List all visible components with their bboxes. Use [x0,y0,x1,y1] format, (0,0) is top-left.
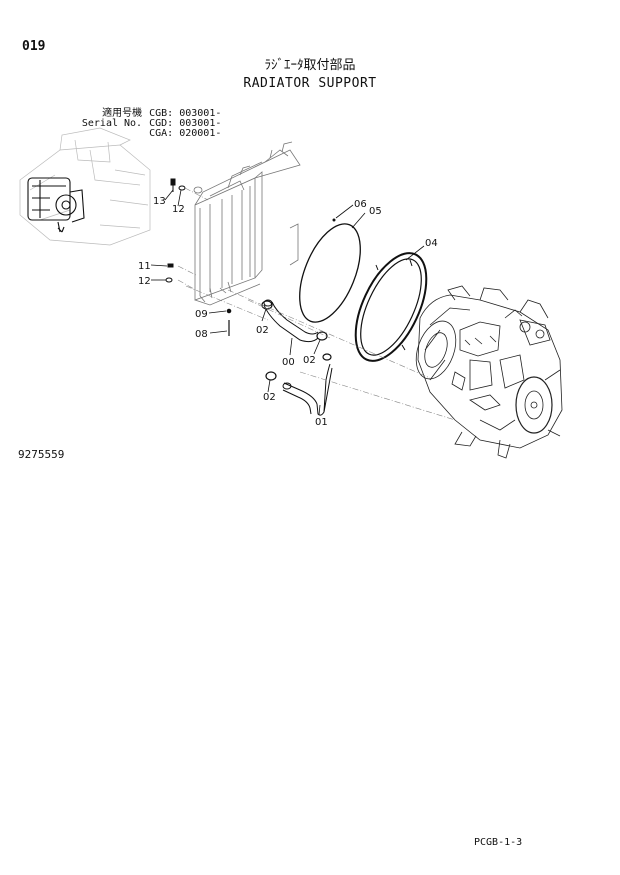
page-title: RADIATOR SUPPORT [243,76,377,91]
callout-09: 09 [195,309,208,320]
callout-05: 05 [369,206,382,217]
serial-start: 003001- [179,118,222,129]
hose-01 [282,363,333,416]
serial-row: CGA: 020001- [40,119,221,149]
clip-09 [226,308,232,314]
callout-02: 02 [256,325,269,336]
callout-13: 13 [153,196,166,207]
sheet-code: PCGB-1-3 [474,837,523,848]
clamp-02c [265,371,277,381]
serial-row: Serial No. CGD: 003001- [40,109,222,139]
callout-08: 08 [195,329,208,340]
locator-thumbnail [19,127,151,246]
callout-06: 06 [354,199,367,210]
bolt-11 [167,263,174,268]
model-code: CGB: [149,108,174,119]
callout-01: 01 [315,417,328,428]
leader-lines [150,189,425,416]
seal-05 [299,223,361,323]
callout-12: 12 [138,276,151,287]
model-code: CGD: [149,118,174,129]
serial-row: 適用号機 CGB: 003001- [40,99,221,129]
model-code: CGA: [149,128,174,139]
radiator-core [193,141,301,306]
washer-12-lower [165,277,173,283]
bolt-13 [170,178,176,192]
callout-02: 02 [303,355,316,366]
clamp-02b [316,331,328,341]
page-title-japanese: ﾗｼﾞｴｰﾀ取付部品 [264,58,356,73]
ring-04 [354,252,428,362]
callout-04: 04 [425,238,438,249]
callout-00: 00 [282,357,295,368]
callout-12: 12 [172,204,185,215]
washer-12-top [178,185,186,191]
serial-label: 適用号機 [102,108,143,119]
alignment-lines [177,187,456,421]
engine-assembly [415,285,563,459]
hose-00 [263,299,319,343]
drawing-number: 9275559 [18,448,65,461]
serial-label: Serial No. [81,118,143,129]
callout-02: 02 [263,392,276,403]
callout-11: 11 [138,261,151,272]
serial-start: 020001- [179,128,222,139]
serial-start: 003001- [179,108,222,119]
clamp-02d [322,353,332,361]
fastener-06 [332,218,336,222]
page-number: 019 [22,39,46,54]
